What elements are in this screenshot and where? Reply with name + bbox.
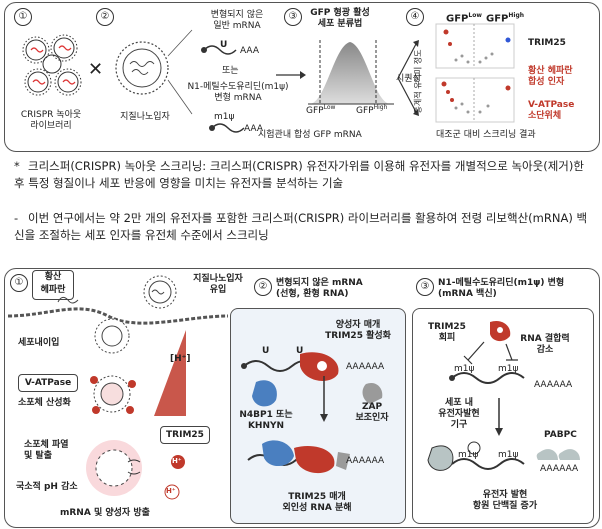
- modified-polya-label: AAA: [244, 124, 263, 134]
- p3-polya-label-1: AAAAAA: [534, 380, 573, 390]
- zap-label: ZAP 보조인자: [355, 402, 389, 423]
- crispr-library-label: CRISPR 녹아웃 라이브러리: [20, 110, 82, 131]
- modified-mrna-strand: [209, 123, 245, 133]
- p2-polya-label-1: AAAAAA: [346, 362, 385, 372]
- vatpase-box: V-ATPase: [18, 374, 78, 392]
- unmodified-u-label: U: [220, 40, 228, 50]
- trim25-evasion-label: TRIM25 회피: [428, 322, 466, 343]
- gfp-high-label: GFPHigh: [356, 104, 388, 116]
- volcano-plot-top: [435, 23, 515, 69]
- rna-degradation-diagram: [247, 440, 350, 474]
- pabpc-label: PABPC: [544, 430, 577, 440]
- release-label: mRNA 및 양성자 방출: [60, 508, 150, 518]
- p3-m1psi-label-4: m1ψ: [498, 450, 519, 460]
- lipid-nanoparticle-label: 지질나노입자: [120, 112, 170, 122]
- footnote-crispr: *크리스퍼(CRISPR) 녹아웃 스크리닝: 크리스퍼(CRISPR) 유전자…: [14, 159, 584, 190]
- gfp-histogram: [308, 40, 394, 105]
- step-1-marker: ①: [14, 8, 32, 26]
- cell-membrane-icon: [7, 296, 229, 325]
- h-plus-marker-1: H⁺: [172, 457, 182, 465]
- p3-m1psi-label-2: m1ψ: [498, 364, 519, 374]
- translation-machinery-label: 세포 내 유전자발현 기구: [438, 398, 480, 430]
- unmodified-mrna-label: 변형되지 않은 일반 mRNA: [210, 10, 264, 31]
- p2-polya-label-2: AAAAAA: [346, 456, 385, 466]
- bottom-step-2-marker: ②: [254, 278, 272, 296]
- arrow-to-sorting: [276, 71, 306, 79]
- n4bp1-label: N4BP1 또는 KHNYN: [239, 410, 293, 431]
- heparan-box: 황산 헤파란: [32, 270, 74, 300]
- gfp-sorting-title: GFP 형광 활성 세포 분류법: [310, 8, 370, 29]
- acidification-label: 소포체 산성화: [18, 398, 71, 408]
- modified-m1psi-label: m1ψ: [214, 112, 235, 122]
- step-2-marker: ②: [96, 8, 114, 26]
- trim25-activation-label: 양성자 매개 TRIM25 활성화: [325, 320, 391, 341]
- unmodified-mrna-title: 변형되지 않은 mRNA (선형, 환형 RNA): [276, 278, 363, 299]
- translation-arrow: [495, 398, 503, 436]
- p2-u-label-2: U: [296, 346, 304, 356]
- acidifying-endosome-icon: [90, 375, 136, 414]
- sequencing-label: 시퀀싱: [396, 74, 421, 84]
- bottom-step-3-marker: ③: [416, 278, 434, 296]
- trim25-evasion-diagram: [449, 320, 525, 384]
- endosome-icon: [94, 318, 130, 354]
- lnp-bottom-icon: [143, 275, 177, 309]
- lnp-entry-label: 지질나노입자 유입: [193, 274, 243, 295]
- cross-mark: ✕: [88, 59, 104, 80]
- volcano-x-axis-label: 대조군 대비 스크리닝 결과: [436, 130, 536, 140]
- p2-u-label-1: U: [262, 346, 270, 356]
- p3-polya-label-2: AAAAAA: [540, 464, 579, 474]
- rupture-label: 소포체 파열 및 탈출: [24, 440, 69, 461]
- footnote-study: -이번 연구에서는 약 2만 개의 유전자를 포함한 크리스퍼(CRISPR) …: [14, 211, 588, 242]
- cofactor-proteins-icon: [252, 376, 383, 422]
- volcano-gfp-low-label: GFPLow: [446, 12, 482, 25]
- ruptured-endosome-icon: [86, 440, 142, 496]
- unmodified-mrna-strand: [201, 45, 237, 55]
- sequencing-arrow: [397, 40, 419, 116]
- volcano-y-axis-label: 통계적 유의미 정도: [413, 49, 423, 114]
- modified-mrna-label: N1-메틸수도유리딘(m1ψ) 변형 mRNA: [187, 82, 289, 103]
- ph-drop-label: 국소적 pH 감소: [16, 482, 78, 492]
- modified-mrna-subpanel: [412, 308, 594, 524]
- modified-mrna-title: N1-메틸수도유리딘(m1ψ) 변형 (mRNA 백신): [438, 278, 565, 299]
- rna-degradation-label: TRIM25 매개 외인성 RNA 분해: [282, 492, 352, 513]
- bottom-step-1-marker: ①: [10, 274, 28, 292]
- or-label: 또는: [222, 66, 239, 76]
- lipid-nanoparticle-icon: [115, 29, 193, 115]
- h-plus-marker-2: H⁺: [166, 487, 176, 495]
- p3-m1psi-label-3: m1ψ: [458, 450, 479, 460]
- volcano-plot-bottom: [435, 77, 515, 123]
- proton-gradient-icon: [154, 330, 186, 416]
- trim25-box: TRIM25: [160, 426, 210, 444]
- endocytosis-label: 세포내이입: [18, 338, 60, 348]
- trim25-hit-label: TRIM25: [528, 38, 566, 48]
- ribosome-translation-diagram: [427, 441, 580, 471]
- step-4-marker: ④: [406, 8, 424, 26]
- vatpase-hit-label: V-ATPase 소단위체: [528, 100, 575, 121]
- step-3-marker: ③: [284, 8, 302, 26]
- gfp-mrna-caption: 시험관내 합성 GFP mRNA: [258, 130, 362, 140]
- crispr-library-icon: [22, 34, 82, 96]
- expression-result-label: 유전자 발현 항원 단백질 증가: [472, 490, 538, 511]
- trim25-activation-diagram: [241, 352, 339, 381]
- gfp-low-label: GFPLow: [306, 104, 336, 116]
- h-plus-gradient-label: [H⁺]: [170, 354, 191, 364]
- binding-affinity-label: RNA 결합력 감소: [520, 334, 570, 355]
- p3-m1psi-label-1: m1ψ: [454, 364, 475, 374]
- volcano-gfp-high-label: GFPHigh: [486, 12, 525, 25]
- unmodified-mrna-subpanel: [230, 308, 406, 524]
- heparan-hit-label: 황산 헤파란 합성 인자: [528, 66, 573, 87]
- trim25-proton-icon: [164, 455, 185, 500]
- unmodified-polya-label: AAA: [240, 46, 259, 56]
